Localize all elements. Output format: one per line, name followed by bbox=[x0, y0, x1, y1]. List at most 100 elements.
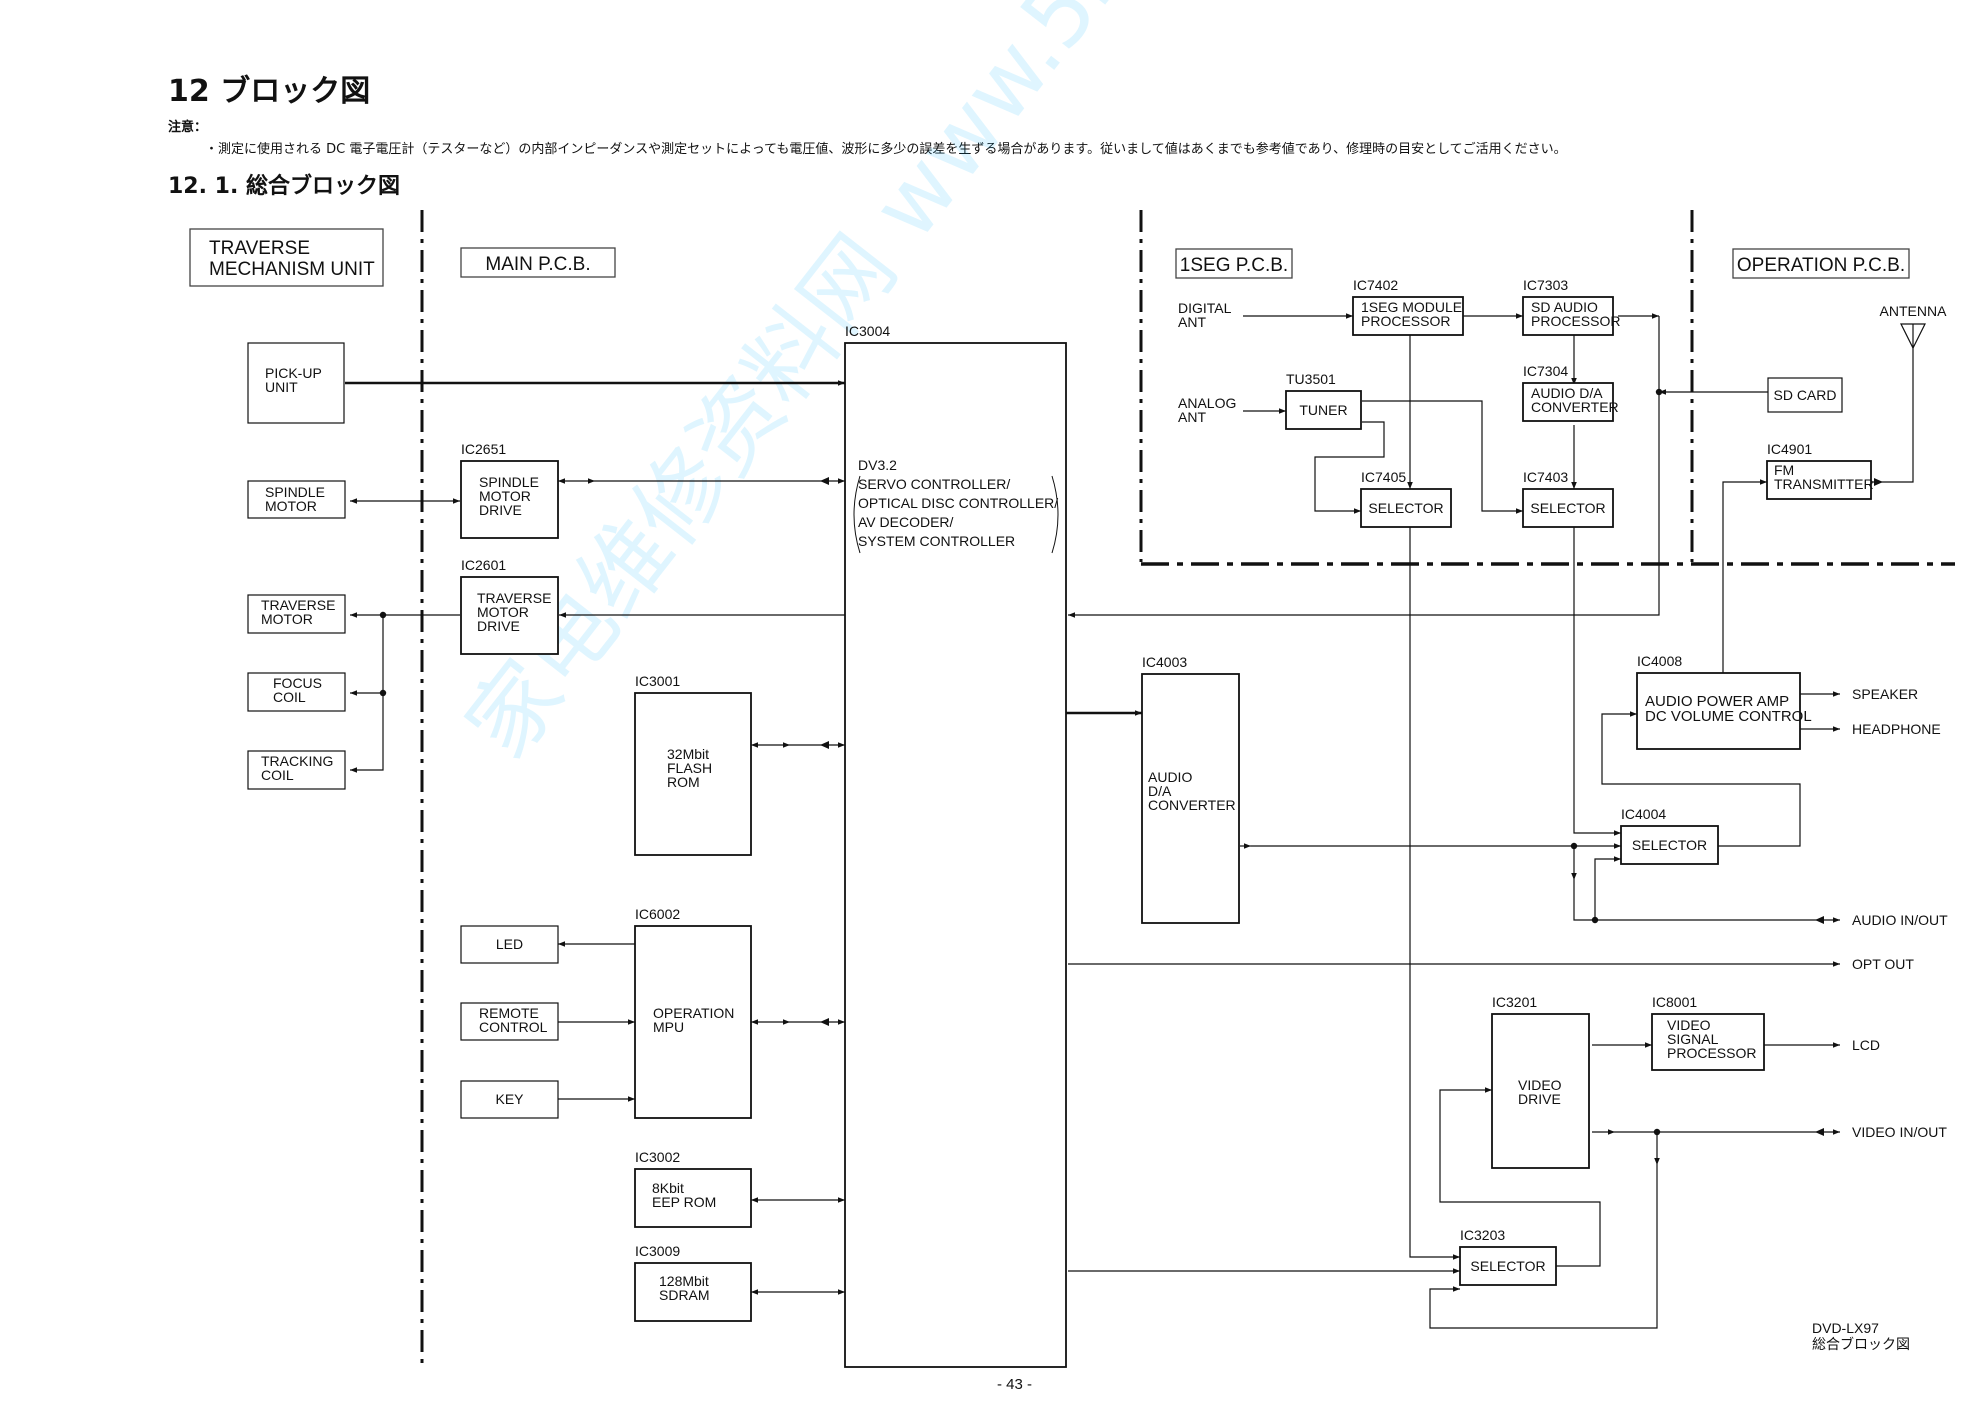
label-audio-io: AUDIO IN/OUT bbox=[1852, 912, 1948, 928]
block-text: 128Mbit bbox=[659, 1273, 709, 1289]
block-text: ROM bbox=[667, 774, 700, 790]
bracket-left bbox=[853, 475, 861, 554]
block-box bbox=[1285, 390, 1362, 430]
block-box bbox=[1522, 382, 1614, 422]
block-ref: IC2651 bbox=[461, 441, 506, 457]
page-title: 12 ブロック図 bbox=[168, 74, 371, 109]
block-ref: IC4901 bbox=[1767, 441, 1812, 457]
label-analog-ant: ANALOG bbox=[1178, 395, 1236, 411]
block-ref: IC4003 bbox=[1142, 654, 1187, 670]
section-box bbox=[189, 228, 384, 287]
wire-sd-audio-return bbox=[1068, 316, 1660, 618]
block-box bbox=[1352, 296, 1464, 336]
block-text: DRIVE bbox=[1518, 1091, 1561, 1107]
block-box bbox=[1491, 1013, 1590, 1169]
block-text: DC VOLUME CONTROL bbox=[1645, 708, 1812, 725]
block-text: OPERATION bbox=[653, 1005, 734, 1021]
arrow-head bbox=[1815, 916, 1824, 924]
section-box bbox=[1732, 248, 1910, 279]
block-text: TUNER bbox=[1299, 402, 1347, 418]
block-text: PICK-UP bbox=[265, 365, 322, 381]
wire-ic3203-ic3201 bbox=[1439, 1087, 1601, 1267]
block-text: OPTICAL DISC CONTROLLER/ bbox=[858, 495, 1058, 511]
block-text: KEY bbox=[495, 1091, 524, 1107]
section-main-pcb: MAIN P.C.B. bbox=[460, 247, 616, 278]
label-digital-ant: ANT bbox=[1178, 314, 1206, 330]
block-text: EEP ROM bbox=[652, 1194, 716, 1210]
block-text: DV3.2 bbox=[858, 457, 897, 473]
block-box bbox=[1141, 673, 1240, 924]
wire-tracking bbox=[350, 615, 384, 773]
label-video-io: VIDEO IN/OUT bbox=[1852, 1124, 1947, 1140]
block-ref: IC3004 bbox=[845, 323, 890, 339]
block-text: SD CARD bbox=[1773, 387, 1836, 403]
block-ref: IC3002 bbox=[635, 1149, 680, 1165]
block-text: SPINDLE bbox=[265, 484, 325, 500]
block-text: UNIT bbox=[265, 379, 298, 395]
section-box bbox=[460, 247, 616, 278]
section-label: TRAVERSE bbox=[209, 238, 310, 259]
block-text: MOTOR bbox=[477, 604, 529, 620]
section-label: MECHANISM UNIT bbox=[209, 259, 375, 280]
block-text: CONTROL bbox=[479, 1019, 548, 1035]
block-ref: IC7303 bbox=[1523, 277, 1568, 293]
block-text: D/A bbox=[1148, 783, 1172, 799]
label-antenna: ANTENNA bbox=[1880, 303, 1948, 319]
block-text: 8Kbit bbox=[652, 1180, 684, 1196]
block-ref: IC6002 bbox=[635, 906, 680, 922]
note-text: ・測定に使用される DC 電子電圧計（テスターなど）の内部インピーダンスや測定セ… bbox=[205, 142, 1567, 157]
block-box bbox=[460, 1002, 559, 1041]
block-box bbox=[247, 750, 346, 790]
block-text: DRIVE bbox=[479, 502, 522, 518]
block-box bbox=[460, 1080, 559, 1119]
wire bbox=[1573, 880, 1840, 923]
block-box bbox=[1360, 488, 1452, 528]
block-text: SERVO CONTROLLER/ bbox=[858, 476, 1010, 492]
block-sdcard: SD CARD bbox=[1767, 377, 1843, 413]
block-text: FOCUS bbox=[273, 675, 322, 691]
block-text: PROCESSOR bbox=[1361, 313, 1450, 329]
block-text: TRANSMITTER bbox=[1774, 476, 1874, 492]
block-text: AUDIO POWER AMP bbox=[1645, 693, 1789, 710]
block-text: VIDEO bbox=[1518, 1077, 1562, 1093]
block-box bbox=[634, 1262, 752, 1322]
block-text: 1SEG MODULE bbox=[1361, 299, 1462, 315]
wire-fm-antenna bbox=[1871, 348, 1914, 483]
diagram-caption: 総合ブロック図 bbox=[1812, 1336, 1910, 1352]
block-text: FM bbox=[1774, 462, 1794, 478]
wire-ic4008-fm bbox=[1722, 479, 1767, 673]
arrow-head bbox=[820, 477, 829, 485]
block-text: SD AUDIO bbox=[1531, 299, 1598, 315]
block-text: SELECTOR bbox=[1632, 837, 1707, 853]
block-text: SYSTEM CONTROLLER bbox=[858, 533, 1015, 549]
junction-dot bbox=[379, 689, 387, 697]
block-box bbox=[1767, 377, 1843, 413]
block-text: SIGNAL bbox=[1667, 1031, 1719, 1047]
block-ref: IC3201 bbox=[1492, 994, 1537, 1010]
block-text: PROCESSOR bbox=[1531, 313, 1620, 329]
connection-lines bbox=[345, 210, 1955, 1370]
block-text: REMOTE bbox=[479, 1005, 539, 1021]
note-label: 注意： bbox=[168, 120, 208, 135]
model-name: DVD-LX97 bbox=[1812, 1320, 1879, 1336]
label-lcd: LCD bbox=[1852, 1037, 1880, 1053]
section-label: MAIN P.C.B. bbox=[485, 254, 590, 275]
block-ref: IC8001 bbox=[1652, 994, 1697, 1010]
